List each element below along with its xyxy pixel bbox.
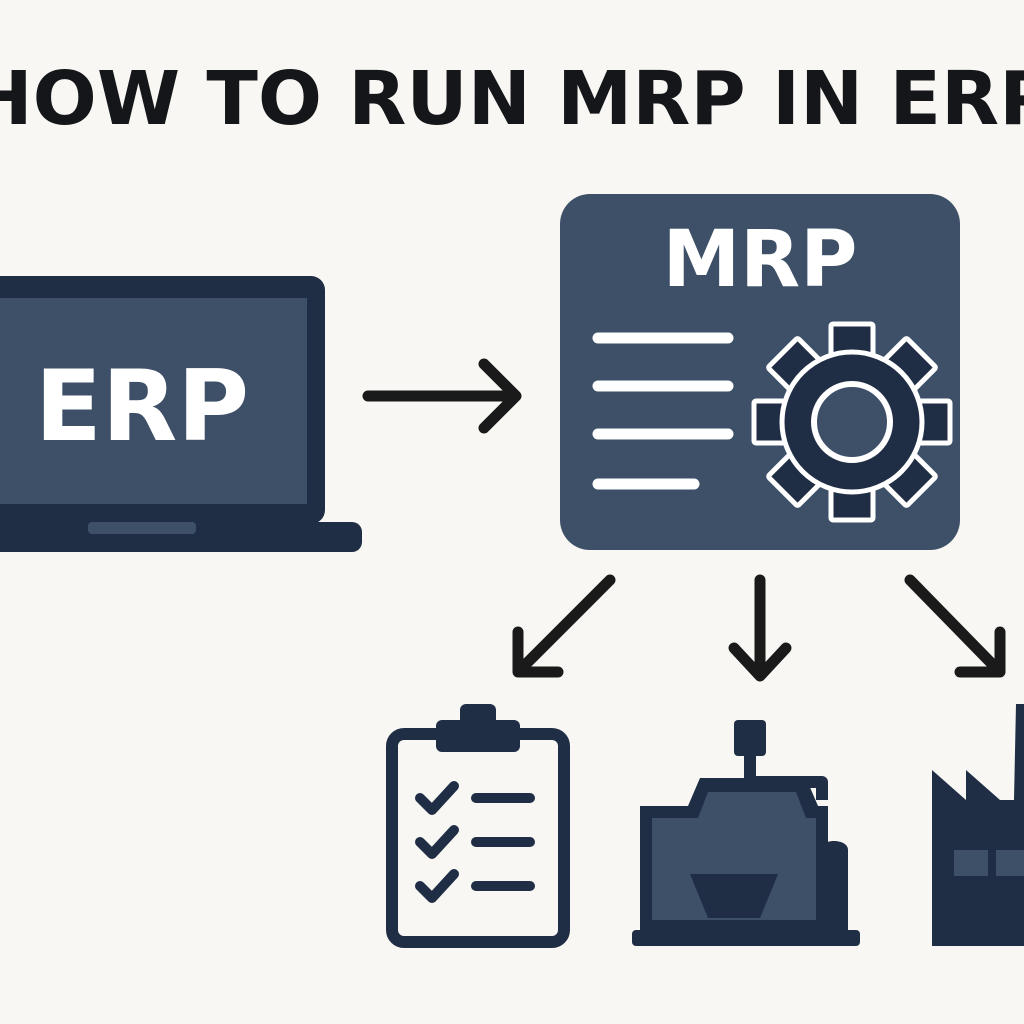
erp-label: ERP [35,350,249,464]
document-lines-icon [592,332,734,490]
factory-icon [932,704,1024,946]
arrow-right-icon [362,358,522,434]
arrow-down-icon [728,574,792,682]
gear-icon [751,321,953,523]
arrow-down-right-icon [904,574,1006,678]
mrp-label: MRP [663,215,858,305]
page-title: HOW TO RUN MRP IN ERP [0,56,1024,142]
laptop-icon [0,276,362,552]
clipboard-checklist-icon [386,704,570,948]
production-machine-icon [632,720,860,946]
arrow-down-left-icon [512,574,616,678]
